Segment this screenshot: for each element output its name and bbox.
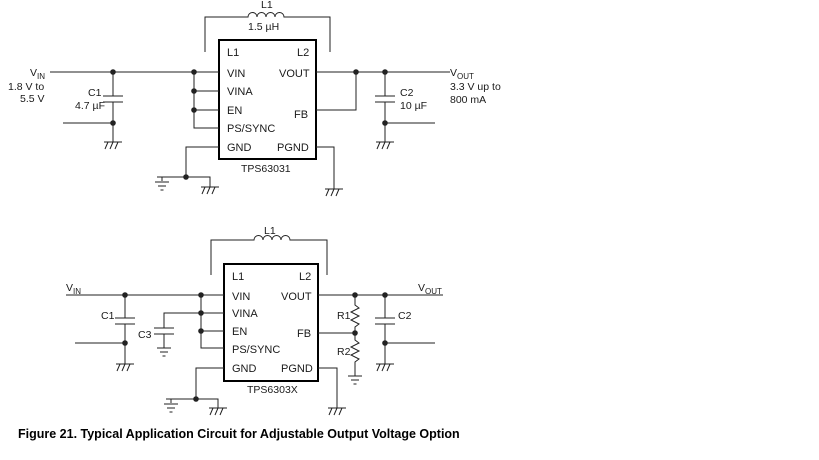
enable-bus-wire [193,72,219,129]
vout-spec-line1: 3.3 V up to [450,81,501,93]
resistor-r1 [349,295,361,333]
ic-pin-vina: VINA [227,86,253,98]
ic-pin-vina: VINA [232,308,258,320]
inductor-ref-label: L1 [261,0,273,11]
ic-pin-pgnd: PGND [277,142,309,154]
ic-pin-fb: FB [297,328,311,340]
circuit-fixed-output: L1 1.5 µH L1 L2 VIN VOUT VINA EN FB PS/S… [8,0,501,197]
ic-pin-vout: VOUT [279,68,310,80]
ic-part-number: TPS6303X [247,384,298,396]
junction [110,120,116,126]
vin-label: VIN [30,67,45,81]
c1-ref-label: C1 [88,87,102,99]
resistor-r2 [349,333,361,372]
ic-pin-ps-sync: PS/SYNC [232,344,280,356]
ic-pin-en: EN [232,326,247,338]
signal-ground-symbol [164,403,178,413]
ic-pin-l1: L1 [227,47,239,59]
c2-ref-label: C2 [398,310,412,322]
vout-label: VOUT [418,282,442,296]
ground-symbol [328,405,346,416]
c1-ref-label: C1 [101,310,115,322]
ic-pin-pgnd: PGND [281,363,313,375]
ground-symbol [116,360,134,372]
ground-symbol [209,405,227,416]
c2-value-label: 10 µF [400,100,427,112]
junction [198,328,204,334]
ic-pin-l2: L2 [297,47,309,59]
inductor-l1-top [204,12,331,52]
ic-pin-vin: VIN [227,68,245,80]
ic-pin-gnd: GND [232,363,257,375]
junction [193,396,199,402]
junction [382,340,388,346]
c1-value-label: 4.7 µF [75,100,105,112]
ground-symbol [201,184,219,195]
inductor-ref-label: L1 [264,225,276,237]
c2-ref-label: C2 [400,87,414,99]
signal-ground-symbol [157,347,171,357]
junction [382,120,388,126]
ic-pin-l1: L1 [232,271,244,283]
ic-box-tps6303x [223,263,319,382]
vout-spec-line2: 800 mA [450,94,486,106]
ic-pin-gnd: GND [227,142,252,154]
ic-pin-fb: FB [294,109,308,121]
ground-symbol [325,186,343,197]
ic-pin-en: EN [227,105,242,117]
figure-caption: Figure 21. Typical Application Circuit f… [18,427,460,441]
ic-pin-vin: VIN [232,291,250,303]
capacitor-c2 [375,72,435,138]
inductor-l1-bottom [210,235,328,275]
junction [183,174,189,180]
c3-ref-label: C3 [138,329,152,341]
junction [191,107,197,113]
ic-pin-l2: L2 [299,271,311,283]
pgnd-wire [318,367,338,405]
signal-ground-symbol [348,372,362,385]
vin-range-line2: 5.5 V [20,93,45,105]
pgnd-wire [316,146,335,186]
ground-symbol [376,360,394,372]
ground-symbol [376,138,394,150]
capacitor-c3 [154,312,201,348]
signal-ground-symbol [155,181,169,191]
vin-range-line1: 1.8 V to [8,81,44,93]
capacitor-c1 [75,295,135,360]
circuit-adjustable-output: L1 L1 L2 VIN VOUT VINA EN FB PS/SYNC GND… [66,225,443,416]
ic-pin-ps-sync: PS/SYNC [227,123,275,135]
ic-box-tps63031 [218,39,317,160]
vout-label: VOUT [450,67,474,81]
junction [122,340,128,346]
inductor-value-label: 1.5 µH [248,21,279,33]
ic-part-number: TPS63031 [241,163,291,175]
junction [191,88,197,94]
fb-wire [316,72,357,111]
capacitor-c1 [63,72,123,138]
r2-ref-label: R2 [337,346,351,358]
r1-ref-label: R1 [337,310,351,322]
gnd-wire [157,146,219,184]
capacitor-c2 [375,295,435,360]
ic-pin-vout: VOUT [281,291,312,303]
vin-label: VIN [66,282,81,296]
ground-symbol [104,138,122,150]
gnd-wire [166,367,224,405]
enable-bus-wire [200,295,224,349]
